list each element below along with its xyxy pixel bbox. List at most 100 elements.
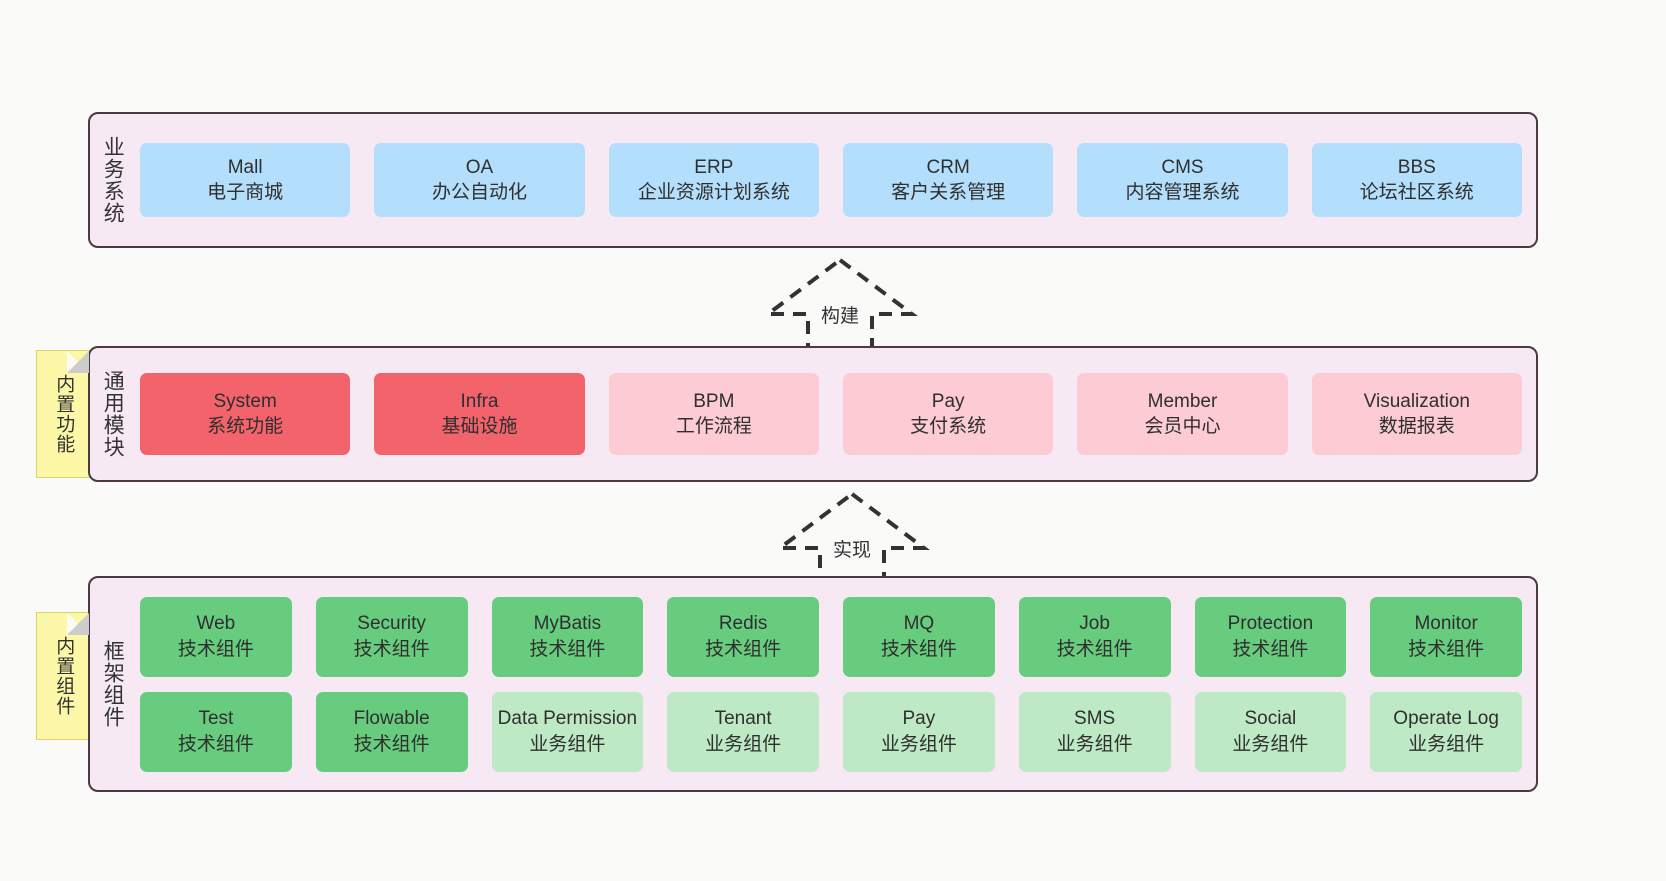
card-title: Web: [196, 613, 236, 635]
card-protection[interactable]: Protection 技术组件: [1194, 596, 1347, 677]
connector-label-implement: 实现: [832, 540, 871, 561]
layer-framework-components: 框架组件 Web 技术组件 Security 技术组件 MyBatis 技术组件…: [88, 576, 1538, 792]
card-title: Job: [1079, 613, 1110, 635]
card-subtitle: 电子商城: [207, 182, 284, 203]
card-subtitle: 业务组件: [880, 733, 957, 755]
card-test[interactable]: Test 技术组件: [140, 691, 292, 772]
card-subtitle: 会员中心: [1144, 416, 1221, 437]
layer-body-common-modules: System 系统功能 Infra 基础设施 BPM 工作流程 Pay 支付系统…: [134, 348, 1536, 480]
card-row: Mall 电子商城 OA 办公自动化 ERP 企业资源计划系统 CRM 客户关系…: [140, 143, 1522, 217]
card-title: Redis: [718, 613, 768, 635]
card-mall[interactable]: Mall 电子商城: [140, 143, 351, 217]
card-subtitle: 基础设施: [441, 416, 518, 437]
card-security[interactable]: Security 技术组件: [315, 596, 468, 677]
card-tenant[interactable]: Tenant 业务组件: [667, 691, 819, 772]
card-job[interactable]: Job 技术组件: [1018, 596, 1171, 677]
card-subtitle: 业务组件: [529, 733, 606, 755]
card-mq[interactable]: MQ 技术组件: [843, 596, 995, 677]
card-subtitle: 客户关系管理: [891, 182, 1006, 203]
card-subtitle: 技术组件: [353, 638, 430, 660]
layer-body-business-system: Mall 电子商城 OA 办公自动化 ERP 企业资源计划系统 CRM 客户关系…: [134, 114, 1536, 246]
layer-common-modules: 通用模块 System 系统功能 Infra 基础设施 BPM 工作流程 Pay…: [88, 346, 1538, 482]
card-member[interactable]: Member 会员中心: [1077, 373, 1288, 455]
card-subtitle: 技术组件: [353, 733, 430, 755]
connector-build: 构建: [760, 256, 920, 352]
card-sms[interactable]: SMS 业务组件: [1018, 691, 1171, 772]
card-subtitle: 业务组件: [1056, 733, 1133, 755]
card-title: MyBatis: [533, 613, 602, 635]
layer-body-framework-components: Web 技术组件 Security 技术组件 MyBatis 技术组件 Redi…: [134, 578, 1536, 790]
card-title: CRM: [926, 156, 970, 178]
layer-title-framework-components: 框架组件: [101, 640, 125, 728]
card-subtitle: 技术组件: [1232, 638, 1309, 660]
card-subtitle: 业务组件: [1232, 733, 1309, 755]
card-subtitle: 内容管理系统: [1125, 182, 1240, 203]
card-title: Flowable: [353, 708, 430, 730]
card-subtitle: 系统功能: [207, 416, 284, 437]
card-row: System 系统功能 Infra 基础设施 BPM 工作流程 Pay 支付系统…: [140, 373, 1522, 455]
card-title: Operate Log: [1393, 708, 1499, 730]
card-title: Pay: [902, 708, 936, 730]
layer-title-common-modules: 通用模块: [101, 370, 125, 458]
card-cms[interactable]: CMS 内容管理系统: [1077, 143, 1288, 217]
card-title: CMS: [1161, 156, 1204, 178]
card-subtitle: 办公自动化: [431, 182, 527, 203]
card-title: Member: [1147, 390, 1218, 412]
card-row: Web 技术组件 Security 技术组件 MyBatis 技术组件 Redi…: [140, 596, 1522, 677]
card-subtitle: 技术组件: [705, 638, 782, 660]
card-title: Pay: [931, 390, 965, 412]
card-subtitle: 工作流程: [675, 416, 752, 437]
card-data-permission[interactable]: Data Permission 业务组件: [491, 691, 644, 772]
card-visualization[interactable]: Visualization 数据报表: [1311, 373, 1522, 455]
card-title: BPM: [693, 390, 735, 412]
card-web[interactable]: Web 技术组件: [140, 596, 292, 677]
card-operate-log[interactable]: Operate Log 业务组件: [1370, 691, 1522, 772]
card-subtitle: 数据报表: [1378, 416, 1455, 437]
card-title: Protection: [1227, 613, 1314, 635]
card-title: Tenant: [714, 708, 772, 730]
card-subtitle: 论坛社区系统: [1359, 182, 1474, 203]
card-mybatis[interactable]: MyBatis 技术组件: [491, 596, 644, 677]
card-title: Mall: [227, 156, 263, 178]
card-title: Social: [1244, 708, 1297, 730]
card-title: Test: [198, 708, 234, 730]
card-title: Infra: [460, 390, 499, 412]
card-subtitle: 技术组件: [177, 638, 254, 660]
card-bbs[interactable]: BBS 论坛社区系统: [1311, 143, 1522, 217]
card-redis[interactable]: Redis 技术组件: [667, 596, 819, 677]
card-title: MQ: [903, 613, 935, 635]
card-subtitle: 企业资源计划系统: [637, 182, 790, 203]
card-title: Data Permission: [497, 708, 638, 730]
card-system[interactable]: System 系统功能: [140, 373, 351, 455]
layer-business-system: 业务系统 Mall 电子商城 OA 办公自动化 ERP 企业资源计划系统 CRM…: [88, 112, 1538, 248]
note-builtin-features: 内置功能: [36, 350, 90, 478]
card-title: Visualization: [1363, 390, 1470, 412]
card-subtitle: 技术组件: [177, 733, 254, 755]
card-title: ERP: [694, 156, 734, 178]
card-title: Monitor: [1414, 613, 1478, 635]
card-pay-component[interactable]: Pay 业务组件: [843, 691, 995, 772]
card-subtitle: 技术组件: [529, 638, 606, 660]
card-bpm[interactable]: BPM 工作流程: [608, 373, 819, 455]
card-title: BBS: [1397, 156, 1436, 178]
card-pay-module[interactable]: Pay 支付系统: [842, 373, 1054, 455]
connector-implement: 实现: [772, 490, 932, 586]
card-infra[interactable]: Infra 基础设施: [374, 373, 585, 455]
card-title: Security: [357, 613, 426, 635]
card-flowable[interactable]: Flowable 技术组件: [315, 691, 468, 772]
card-subtitle: 技术组件: [880, 638, 957, 660]
card-title: SMS: [1074, 708, 1116, 730]
card-subtitle: 技术组件: [1408, 638, 1485, 660]
card-monitor[interactable]: Monitor 技术组件: [1370, 596, 1522, 677]
card-crm[interactable]: CRM 客户关系管理: [842, 143, 1054, 217]
card-erp[interactable]: ERP 企业资源计划系统: [608, 143, 819, 217]
card-row: Test 技术组件 Flowable 技术组件 Data Permission …: [140, 691, 1522, 772]
note-label: 内置组件: [53, 636, 75, 716]
layer-title-business-system: 业务系统: [101, 136, 125, 224]
note-builtin-components: 内置组件: [36, 612, 90, 740]
card-subtitle: 业务组件: [705, 733, 782, 755]
card-oa[interactable]: OA 办公自动化: [374, 143, 585, 217]
connector-label-build: 构建: [820, 306, 859, 327]
card-social[interactable]: Social 业务组件: [1194, 691, 1347, 772]
